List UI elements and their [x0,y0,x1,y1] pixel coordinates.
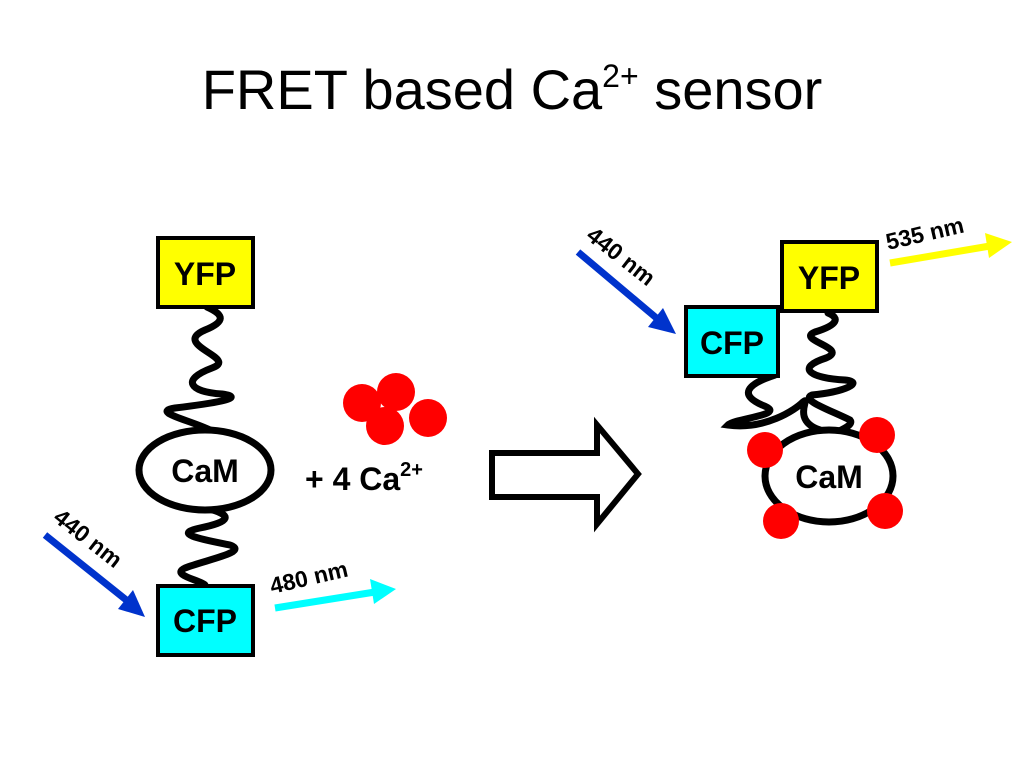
right-excitation-label: 440 nm [582,221,660,290]
left-emission-arrow [274,579,396,612]
left-excitation-arrow [42,532,145,617]
calcium-label-prefix: + 4 Ca [305,461,400,497]
left-yfp-box [156,236,255,309]
left-cam-ellipse [135,426,275,514]
calcium-ion [343,384,381,422]
left-cfp-box [156,584,255,657]
right-yfp-label: YFP [798,260,860,296]
transition-arrow [489,416,642,533]
calcium-ion [377,373,415,411]
calcium-ions-group [343,373,447,445]
bound-calcium-ion [763,503,799,539]
left-yfp-label: YFP [174,256,236,292]
title-superscript: 2+ [602,58,639,94]
calcium-addition-label: + 4 Ca2+ [305,459,423,497]
left-emission-label: 480 nm [267,556,350,599]
bound-calcium-ion [867,493,903,529]
right-cfp-box [684,305,780,378]
right-excitation-arrow [575,249,676,334]
title-suffix: sensor [638,58,823,121]
bound-calcium-ion [747,432,783,468]
left-lower-linker [177,504,239,589]
calcium-ion [366,407,404,445]
calcium-label-superscript: 2+ [400,459,423,481]
right-cam-ellipse [761,426,897,526]
left-upper-linker [163,303,235,434]
right-yfp-linker [805,309,857,440]
right-emission-label: 535 nm [883,212,966,255]
bound-calcium-ion [859,417,895,453]
right-cam-label: CaM [795,459,863,495]
slide-title: FRET based Ca2+ sensor [0,60,1024,118]
right-emission-arrow [889,233,1012,267]
right-cfp-label: CFP [700,325,764,361]
right-sensor: CaM YFP CFP 440 nm 535 nm [575,212,1012,539]
title-main: FRET based Ca [201,58,603,121]
left-excitation-label: 440 nm [49,503,127,572]
left-cam-label: CaM [171,453,239,489]
calcium-ion [409,399,447,437]
left-sensor: YFP CaM CFP 440 nm 480 nm [42,236,396,657]
right-yfp-box [780,240,879,313]
left-cfp-label: CFP [173,603,237,639]
